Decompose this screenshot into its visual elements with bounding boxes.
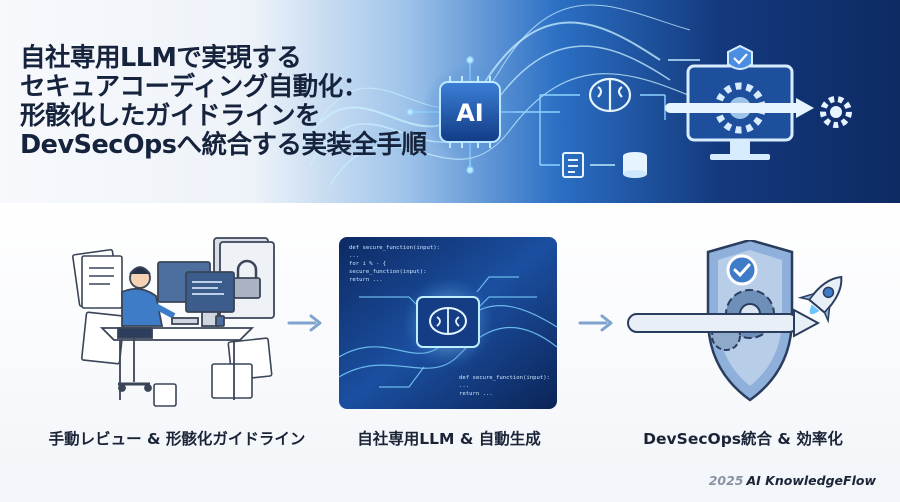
arrow-right-icon <box>578 314 613 332</box>
code-snippet-bottom: def secure_function(input): ... return .… <box>459 375 550 397</box>
brand-name: AI KnowledgeFlow <box>746 473 877 488</box>
brain-chip-icon <box>416 296 480 348</box>
llm-generation-panel: def secure_function(input): ... for i % … <box>339 237 557 409</box>
developer-at-desk-icon <box>99 261 255 400</box>
arrow-right-icon <box>287 314 322 332</box>
document-icon <box>562 152 584 178</box>
title-line-4: DevSecOpsへ統合する実装全手順 <box>20 130 427 160</box>
svg-text:return ...: return ... <box>459 391 493 397</box>
monitor-gear-icon <box>665 44 814 160</box>
svg-text:return ...: return ... <box>349 277 383 283</box>
svg-text:def secure_function(input):: def secure_function(input): <box>349 245 440 251</box>
step-2-label: 自社専用LLM & 自動生成 <box>357 430 541 448</box>
brand-year: 2025 <box>708 473 744 488</box>
svg-text:...: ... <box>459 383 469 389</box>
svg-text:def secure_function(input):: def secure_function(input): <box>459 375 550 381</box>
ai-chip-icon <box>439 81 501 143</box>
step-1-label: 手動レビュー & 形骸化ガイドライン <box>48 430 306 448</box>
brain-icon <box>588 77 632 113</box>
hero-illustration: AI <box>299 4 852 186</box>
manual-review-scene <box>62 232 292 412</box>
svg-text:secure_function(input):: secure_function(input): <box>349 269 426 275</box>
title-line-3: 形骸化したガイドラインを <box>20 101 321 131</box>
document-stack-icon <box>72 248 273 407</box>
svg-text:for i % - {: for i % - { <box>349 261 386 267</box>
ai-chip-label: AI <box>456 99 484 127</box>
title-line-1: 自社専用LLMで実現する <box>20 43 302 73</box>
hero-banner: AI <box>0 0 900 203</box>
devsecops-scene <box>622 240 862 415</box>
hero-title: 自社専用LLMで実現する セキュアコーディング自動化： 形骸化したガイドラインを… <box>20 44 440 160</box>
title-line-2: セキュアコーディング自動化： <box>20 72 368 102</box>
rocket-icon <box>797 275 843 324</box>
gear-icon <box>820 96 852 128</box>
step-3-label: DevSecOps統合 & 効率化 <box>643 430 843 448</box>
database-icon <box>623 152 647 178</box>
code-snippet-top: def secure_function(input): ... for i % … <box>349 245 440 283</box>
gear-pipeline-icon <box>627 289 821 351</box>
svg-text:...: ... <box>349 253 359 259</box>
